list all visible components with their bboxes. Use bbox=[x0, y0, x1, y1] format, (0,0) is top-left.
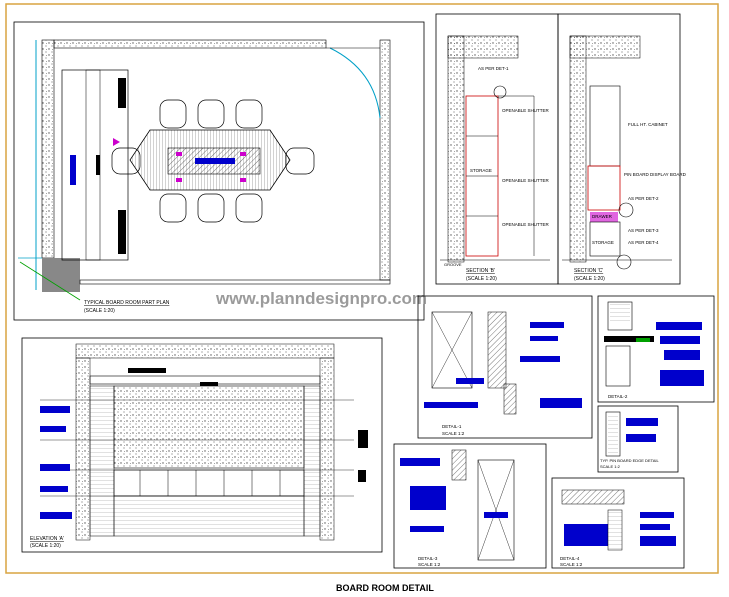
section-c-title: SECTION 'C' bbox=[574, 268, 603, 274]
section-b-label-6: GROOVE bbox=[444, 262, 462, 267]
detail-2-view bbox=[597, 295, 715, 403]
section-b-label-1: AS PER DET-1 bbox=[478, 66, 509, 71]
section-b-label-4: OPENABLE SHUTTER bbox=[502, 178, 550, 183]
section-c-scale: (SCALE 1:20) bbox=[574, 276, 605, 282]
section-c-label-3: AS PER DET-2 bbox=[628, 196, 659, 201]
plan-scale: (SCALE 1:20) bbox=[84, 308, 115, 314]
elevation-title: ELEVATION 'A' bbox=[30, 536, 64, 542]
section-b-label-2: OPENABLE SHUTTER bbox=[502, 108, 550, 113]
elevation-scale: (SCALE 1:20) bbox=[30, 543, 61, 549]
elevation-view bbox=[21, 337, 383, 553]
edge-detail-view bbox=[597, 405, 679, 473]
section-b-label-3: STORAGE bbox=[470, 168, 492, 173]
detail-3-scale: SCALE 1:2 bbox=[418, 562, 441, 567]
section-c-label-1: FULL HT. CABINET bbox=[628, 122, 668, 127]
detail-3-title: DETAIL-3 bbox=[418, 556, 438, 561]
section-b-title: SECTION 'B' bbox=[466, 268, 495, 274]
section-b-label-5: OPENABLE SHUTTER bbox=[502, 222, 550, 227]
detail-1-scale: SCALE 1:2 bbox=[442, 431, 465, 436]
detail-2-title: DETAIL-2 bbox=[608, 394, 628, 399]
sheet-border bbox=[5, 3, 719, 574]
detail-4-scale: SCALE 1:2 bbox=[560, 562, 583, 567]
watermark: www.planndesignpro.com bbox=[215, 289, 427, 308]
detail-1-view bbox=[417, 295, 593, 439]
plan-view bbox=[13, 21, 425, 321]
section-c-label-4: DRAWER bbox=[592, 214, 613, 219]
section-b-view bbox=[435, 13, 559, 285]
edge-detail-scale: SCALE 1:2 bbox=[600, 464, 621, 469]
section-b-scale: (SCALE 1:20) bbox=[466, 276, 497, 282]
section-c-label-5: AS PER DET-3 bbox=[628, 228, 659, 233]
detail-1-title: DETAIL-1 bbox=[442, 424, 462, 429]
detail-4-view bbox=[551, 477, 685, 569]
section-c-label-7: AS PER DET-4 bbox=[628, 240, 659, 245]
edge-detail-title: TYP. PIN BOARD EDGE DETAIL bbox=[600, 458, 660, 463]
section-c-view bbox=[557, 13, 681, 285]
sheet-title: BOARD ROOM DETAIL bbox=[336, 583, 434, 593]
detail-3-view bbox=[393, 443, 547, 569]
detail-4-title: DETAIL-4 bbox=[560, 556, 580, 561]
plan-title: TYPICAL BOARD ROOM PART PLAN bbox=[84, 300, 170, 306]
section-c-label-6: STORAGE bbox=[592, 240, 614, 245]
section-c-label-2: PIN BOARD DISPLAY BOARD bbox=[624, 172, 687, 177]
